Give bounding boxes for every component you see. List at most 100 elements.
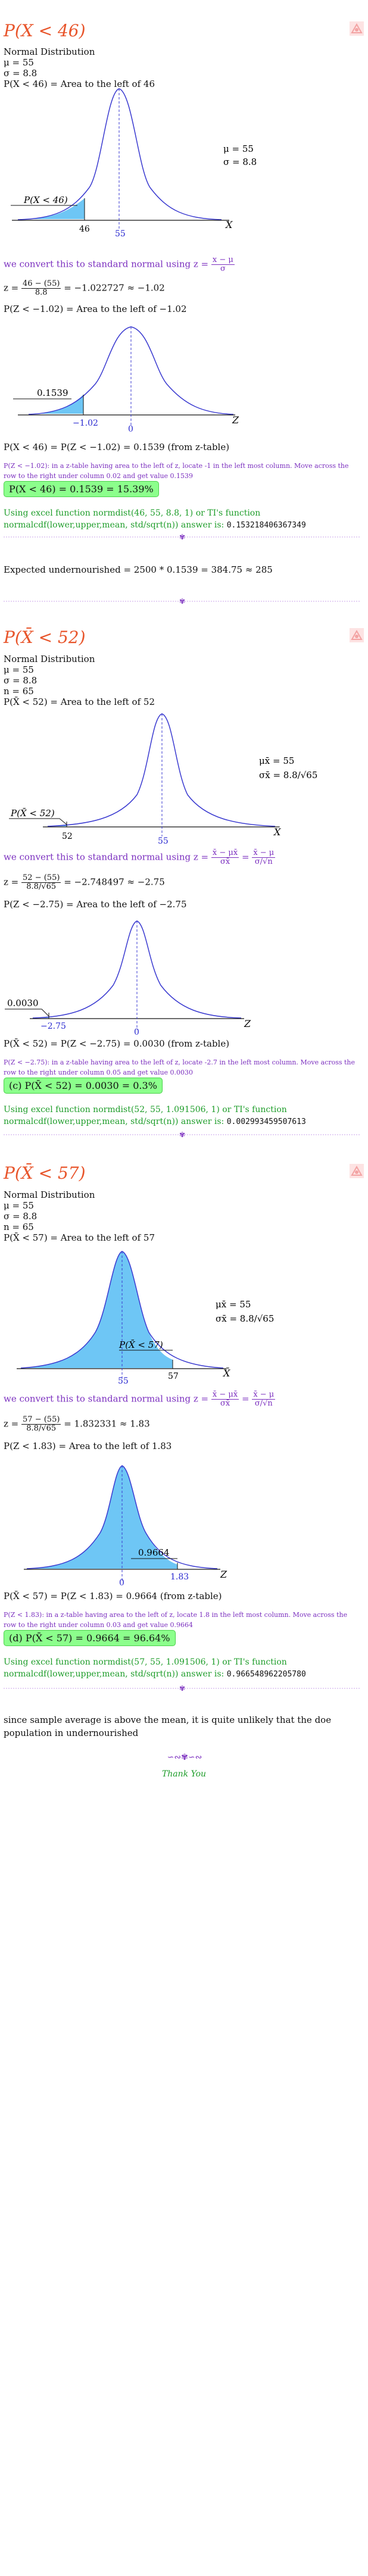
s3-excel-text: Using excel function normdist(57, 55, 1.… [4,1657,287,1679]
s1-zcalc-num: 46 − (55) [21,279,61,289]
s2-z-value-label: 0.0030 [7,998,39,1008]
s2-line-0: Normal Distribution [4,654,95,664]
s2-line-3: n = 65 [4,686,34,697]
s1-tick-mu: 55 [115,229,126,239]
s1-shaded-region [23,198,85,219]
s2-axis-label: X̄ [273,825,281,838]
s2-note: P(Z < −2.75): in a z-table having area t… [4,1058,355,1076]
s3-line-2: σ = 8.8 [4,1211,38,1222]
s2-chart-sigma: σx̄ = 8.8/√65 [259,770,317,780]
conclusion-text: since sample average is above the mean, … [4,1715,332,1738]
svg-text:✾: ✾ [179,1684,185,1693]
s1-region-label: P(X < 46) [23,195,68,205]
s3-answer: (d) P(X̄ < 57) = 0.9664 = 96.64% [4,1630,176,1646]
s2-line-4: P(X̄ < 52) = Area to the left of 52 [4,697,155,707]
s3-convert-den: σx̄ [220,1399,230,1408]
s2-zcalc-den: 8.8/√65 [26,882,57,891]
divider-2: ✾ [4,597,361,605]
s2-tick-52: 52 [62,832,73,841]
ornament-divider-icon: ∽∾✾∽∾ [167,1753,202,1762]
s1-convert-den: σ [220,264,226,273]
s3-z-chart: 0.9664 1.83 0 Z [24,1465,227,1587]
s1-z-value-label: 0.1539 [37,388,68,398]
s1-excel-text: Using excel function normdist(46, 55, 8.… [4,508,261,530]
s2-convert-num: x̄ − μx̄ [211,848,239,858]
s1-axis-label: X [224,219,233,230]
s1-zcalc-rhs: = −1.022727 ≈ −1.02 [64,282,165,293]
s2-line-2: σ = 8.8 [4,675,38,686]
divider-4: ✾ [4,1684,361,1693]
s3-z-tick-0: 0 [119,1578,124,1587]
s3-z-axis: Z [220,1569,227,1580]
s1-excel-value: 0.153218406367349 [226,521,306,530]
s1-line-1: μ = 55 [4,57,34,68]
s2-z-chart: 0.0030 −2.75 0 Z [5,920,251,1036]
s2-convert-den2: σ/√n [254,857,273,866]
s2-result-line: P(X̄ < 52) = P(Z < −2.75) = 0.0030 (from… [4,1038,230,1049]
s1-convert-lhs: z = [193,258,209,270]
s2-chart-mu: μx̄ = 55 [259,755,294,766]
s3-z-value-label: 0.9664 [138,1547,170,1558]
s3-region-label: P(X̄ < 57) [118,1339,163,1350]
s1-z-tick-a: −1.02 [73,419,98,428]
s3-zcalc-num: 57 − (55) [21,1415,61,1425]
s1-expected: Expected undernourished = 2500 * 0.1539 … [4,564,273,575]
s1-note: P(Z < −1.02): in a z-table having area t… [4,462,349,480]
s2-zcalc-num: 52 − (55) [21,873,61,883]
s3-line-0: Normal Distribution [4,1189,95,1200]
s3-tick-57: 57 [168,1372,179,1381]
svg-text:✾: ✾ [179,533,185,541]
s1-line-0: Normal Distribution [4,46,95,57]
brand-logo-icon [349,21,364,36]
s2-normal-chart: P(X̄ < 52) 52 55 X̄ μx̄ = 55 σx̄ = 8.8/√… [9,713,317,846]
s3-convert-num: x̄ − μx̄ [211,1390,239,1400]
s3-chart-mu: μx̄ = 55 [216,1299,251,1310]
s3-pz-line: P(Z < 1.83) = Area to the left of 1.83 [4,1441,172,1451]
s1-normal-chart: P(X < 46) 46 55 X μ = 55 σ = 8.8 [11,88,257,239]
s3-zcalc-den: 8.8/√65 [26,1424,57,1433]
s2-convert-den: σx̄ [220,857,230,866]
s3-convert-lhs: z = [193,1393,209,1404]
s1-tick-46: 46 [79,224,90,234]
s1-pz-line: P(Z < −1.02) = Area to the left of −1.02 [4,304,187,314]
s3-zcalc-rhs: = 1.832331 ≈ 1.83 [64,1418,150,1429]
s2-convert-text: we convert this to standard normal using [4,851,191,863]
s1-line-3: P(X < 46) = Area to the left of 46 [4,79,155,89]
s3-axis-label: X̄ [222,1366,230,1379]
s1-z-chart: 0.1539 −1.02 0 Z [13,326,239,434]
svg-text:✾: ✾ [179,597,185,605]
s2-curve [47,713,276,827]
s3-z-shaded [29,1466,177,1569]
s2-answer: (c) P(X̄ < 52) = 0.0030 = 0.3% [4,1078,163,1094]
s1-zcalc-den: 8.8 [35,288,48,297]
section-title-3: P(X̄ < 57) [4,1163,86,1183]
s3-convert-den2: σ/√n [254,1399,273,1408]
s3-normal-chart: P(X̄ < 57) 57 55 X̄ μx̄ = 55 σx̄ = 8.8/√… [17,1251,274,1386]
s2-z-tick-a: −2.75 [40,1022,66,1031]
s3-chart-sigma: σx̄ = 8.8/√65 [216,1313,274,1324]
s3-shaded-region [24,1251,173,1368]
s3-z-tick-a: 1.83 [170,1572,189,1582]
s3-note: P(Z < 1.83): in a z-table having area to… [4,1611,348,1629]
s3-line-4: P(X̄ < 57) = Area to the left of 57 [4,1232,155,1243]
s1-answer: P(X < 46) = 0.1539 = 15.39% [4,481,159,497]
svg-text:✾: ✾ [179,1131,185,1139]
svg-text:∽∾✾∽∾: ∽∾✾∽∾ [167,1753,202,1762]
s2-tick-mu: 55 [158,836,169,846]
s2-convert-lhs: z = [193,851,209,863]
s2-pz-line: P(Z < −2.75) = Area to the left of −2.75 [4,899,187,910]
s1-z-axis: Z [232,414,239,426]
s2-zcalc-rhs: = −2.748497 ≈ −2.75 [64,876,165,888]
brand-logo-icon [349,1163,364,1179]
s3-excel-value: 0.966548962205780 [226,1670,306,1679]
s2-excel-text: Using excel function normdist(52, 55, 1.… [4,1105,287,1126]
s1-zcalc-lhs: z = [4,282,19,293]
s3-convert-num2: x̄ − μ [252,1390,276,1400]
s1-z-tick-0: 0 [128,424,133,434]
s2-z-tick-0: 0 [134,1028,139,1036]
s2-convert-num2: x̄ − μ [252,848,276,858]
divider-3: ✾ [4,1131,361,1139]
s2-z-axis: Z [244,1018,251,1029]
s3-result-line: P(X̄ < 57) = P(Z < 1.83) = 0.9664 (from … [4,1591,222,1601]
s1-convert-num: x − μ [211,255,235,265]
